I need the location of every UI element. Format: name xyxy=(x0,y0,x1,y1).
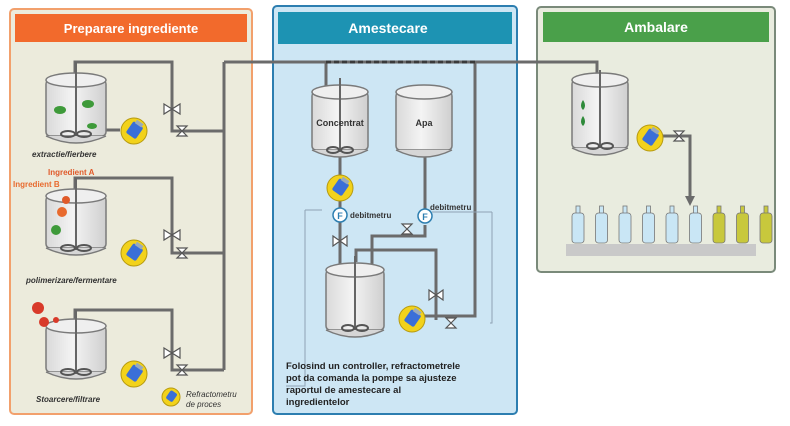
label-ingredient-a: Ingredient A xyxy=(48,168,95,177)
panel-title-amestecare: Amestecare xyxy=(348,20,428,36)
refractometer-icon xyxy=(120,360,148,388)
leaf-icon xyxy=(87,123,97,129)
labels: extractie/fierbere polimerizare/fermenta… xyxy=(25,150,237,409)
tank-label-apa: Apa xyxy=(415,118,433,128)
drop-icon xyxy=(581,100,585,110)
valve-icon xyxy=(175,364,189,376)
tank-label-stoarcere: Stoarcere/filtrare xyxy=(36,395,101,404)
conveyor xyxy=(566,244,756,256)
refractometer-icon xyxy=(120,117,148,145)
bottle-icon xyxy=(595,205,608,244)
valve-icon xyxy=(163,102,181,116)
flowmeter-icon xyxy=(332,207,348,223)
tank-polimerizare xyxy=(45,178,107,256)
tank-stoarcere xyxy=(32,302,107,380)
tank-label-extractie: extractie/fierbere xyxy=(32,150,97,159)
flowmeter-symbol: F xyxy=(337,211,343,221)
arrow-icon xyxy=(685,196,695,206)
legend-de-proces: de proces xyxy=(186,400,221,409)
tomato-icon xyxy=(39,317,49,327)
bottle-icon xyxy=(665,205,679,244)
tank-ambalare xyxy=(571,70,629,156)
note-line-4: ingredientelor xyxy=(286,397,350,408)
tank-mixer xyxy=(325,256,385,338)
leaf-icon xyxy=(82,100,94,108)
note-line-3: raportul de amestecare al xyxy=(286,385,401,396)
tomato-icon xyxy=(32,302,44,314)
bottle-icon xyxy=(689,205,702,244)
label-ingredient-b: Ingredient B xyxy=(13,180,60,189)
refractometer-icon xyxy=(326,174,354,202)
note-line-2: pot da comanda la pompe sa ajusteze xyxy=(286,373,457,384)
label-debitmetru-2: debitmetru xyxy=(430,203,471,212)
bottle-icon xyxy=(712,205,726,244)
refractometer-icon xyxy=(120,239,148,267)
note-line-1: Folosind un controller, refractometrele xyxy=(286,361,460,372)
control-lines xyxy=(286,209,493,387)
label-debitmetru-1: debitmetru xyxy=(350,211,391,220)
valve-icon xyxy=(672,130,686,142)
panel-title-preparare: Preparare ingrediente xyxy=(64,21,198,36)
flowmeter-icon xyxy=(417,208,433,224)
tank-concentrat xyxy=(311,78,369,158)
flowmeter-symbol: F xyxy=(422,212,428,222)
valve-icon xyxy=(175,247,189,259)
valve-icon xyxy=(163,346,181,360)
tank-extractie xyxy=(45,62,107,144)
bottle-icon xyxy=(618,205,632,244)
bottle-icon xyxy=(736,205,749,244)
bottle-icon xyxy=(571,205,585,244)
flowmeter-2: F xyxy=(417,208,433,224)
refractometer-icon xyxy=(636,124,664,152)
bottle-icon xyxy=(642,205,655,244)
panel-title-ambalare: Ambalare xyxy=(624,19,688,35)
tank-apa xyxy=(395,84,453,158)
legend-refractometru: Refractometru xyxy=(186,390,237,399)
refractometer-icon xyxy=(398,305,426,333)
refractometer-legend-icon xyxy=(161,387,181,407)
leaf-icon xyxy=(54,106,66,114)
bottle-icon xyxy=(759,205,773,244)
bottles xyxy=(571,205,773,244)
valve-icon xyxy=(428,288,444,302)
tank-label-concentrat: Concentrat xyxy=(316,118,364,128)
valves xyxy=(163,102,686,376)
valve-icon xyxy=(163,228,181,242)
valve-icon xyxy=(400,223,414,235)
note: Folosind un controller, refractometrele … xyxy=(286,361,460,408)
valve-icon xyxy=(444,317,458,329)
sensors xyxy=(120,117,664,407)
valve-icon xyxy=(175,125,189,137)
drop-icon xyxy=(581,116,585,126)
flowmeter-1: F xyxy=(332,207,348,223)
tank-label-polimerizare: polimerizare/fermentare xyxy=(25,276,117,285)
valve-icon xyxy=(332,234,348,248)
